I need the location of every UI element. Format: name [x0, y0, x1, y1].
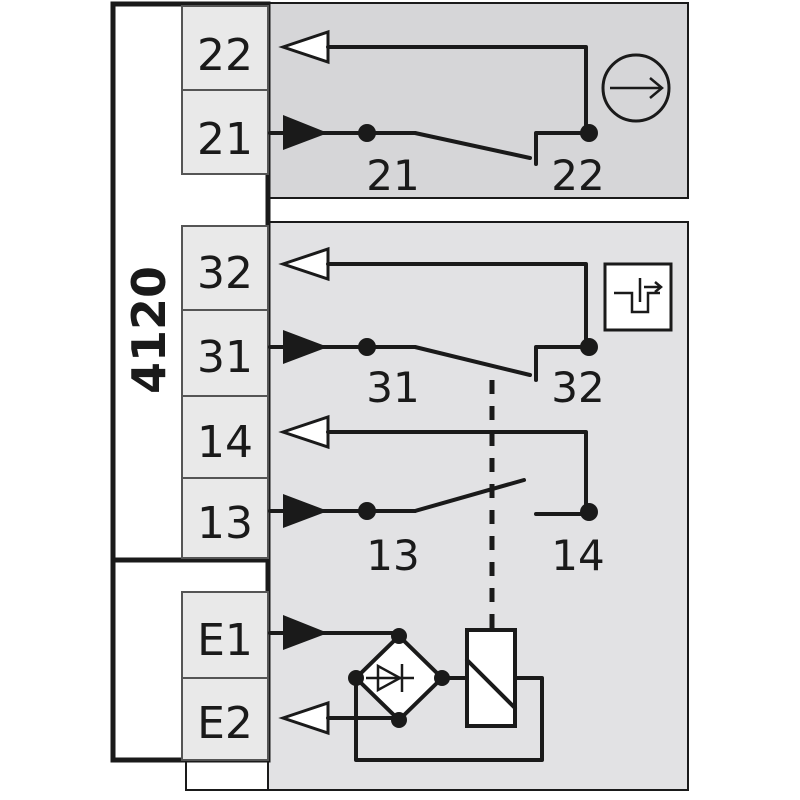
terminal-label-13: 13	[197, 498, 253, 549]
terminal-22	[181, 5, 269, 91]
contact-node	[358, 338, 376, 356]
contact-node	[580, 503, 598, 521]
contact-node	[580, 124, 598, 142]
terminal-E1	[181, 591, 269, 679]
terminal-label-22: 22	[197, 30, 253, 81]
contact-node	[580, 338, 598, 356]
positive-opening-arrow-icon	[601, 53, 671, 123]
bottom-strip	[185, 759, 269, 791]
contact-label-32: 32	[551, 363, 604, 412]
contact-13-14	[268, 414, 598, 528]
terminal-21	[181, 89, 269, 175]
terminal-label-E2: E2	[197, 698, 253, 749]
contact-label-14: 14	[551, 531, 604, 580]
relay-coil-icon	[465, 628, 517, 728]
contact-label-21: 21	[366, 151, 419, 200]
contact-31-32	[268, 246, 598, 382]
terminal-14	[181, 395, 269, 479]
terminal-label-21: 21	[197, 114, 253, 165]
bridge-rectifier-icon	[353, 633, 445, 723]
model-number: 4120	[122, 266, 176, 394]
terminal-E2	[181, 677, 269, 761]
coil-circuit	[268, 615, 544, 762]
terminal-label-E1: E1	[197, 615, 253, 666]
contact-node	[391, 628, 407, 644]
switch-actuator-icon	[603, 262, 673, 332]
contact-label-31: 31	[366, 363, 419, 412]
contact-label-13: 13	[366, 531, 419, 580]
contact-21-22	[268, 29, 598, 166]
terminal-blocks	[181, 5, 269, 761]
contact-label-22: 22	[551, 151, 604, 200]
contact-node	[358, 124, 376, 142]
terminal-32	[181, 225, 269, 311]
upper-panel	[267, 2, 689, 199]
terminal-label-32: 32	[197, 248, 253, 299]
contact-node	[358, 502, 376, 520]
terminal-13	[181, 477, 269, 559]
terminal-label-31: 31	[197, 332, 253, 383]
terminal-label-14: 14	[197, 417, 253, 468]
contact-node	[391, 712, 407, 728]
